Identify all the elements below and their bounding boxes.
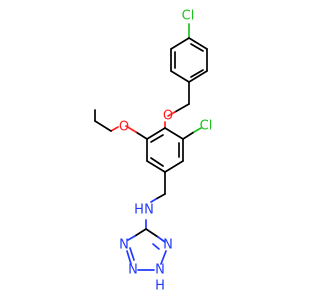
bond-ethoxy-o-2 [110,126,119,132]
bond-benzyl-n-2 [150,198,157,203]
bond-center-4 [164,160,184,173]
bond-ring-cl-2 [193,127,202,133]
bond-top-ring-double-3 [190,69,204,78]
bond-center-2 [164,127,184,140]
atom-h-amine: H [134,203,144,218]
bond-center-1 [146,127,166,140]
molecule-diagram: Cl O O Cl N H N N N N H [94,8,213,294]
bond-tet-3 [134,228,147,237]
molecule-structure: Cl O O Cl N H N N N N H [94,9,213,294]
bond-ring-cl [182,131,195,140]
bond-tet-2 [157,236,166,243]
bond-o-ch2 [167,111,176,117]
bond-tet-7 [160,250,167,265]
atom-cl-ring: Cl [200,119,213,134]
atom-n-ring-bottom: N [128,263,138,278]
bond-center-double-3 [150,157,164,167]
bond-ethoxy-ch2 [94,120,112,132]
atom-o-ether: O [163,109,173,124]
bond-top-ring-1 [170,37,190,50]
atom-h-ring: H [155,279,165,294]
bond-tet-5 [126,250,132,265]
atom-nh-amine: N [144,203,154,218]
bond-benzyl-n [155,193,166,200]
bond-tet-double-2 [152,243,160,250]
bond-tet-1 [145,228,159,238]
bond-top-ring-2 [188,37,208,50]
atom-o-ethoxy: O [119,120,129,135]
bond-ethoxy-ring [135,131,148,140]
bond-tet-double-1 [129,247,135,261]
bond-top-ring-5 [170,70,190,83]
bond-center-double-1 [150,134,164,143]
bond-top-ring-double-2 [190,43,204,52]
atom-nh-ring: N [155,263,165,278]
bond-top-ring-4 [188,70,208,83]
bond-ethoxy-o-1 [125,125,137,133]
bond-tet-4 [127,235,136,241]
atom-n-ring-top: N [163,238,173,253]
atom-n-ring-left: N [119,238,129,253]
atom-cl-top: Cl [182,9,195,24]
bond-center-5 [146,160,166,173]
bond-ch2-o [174,103,190,113]
